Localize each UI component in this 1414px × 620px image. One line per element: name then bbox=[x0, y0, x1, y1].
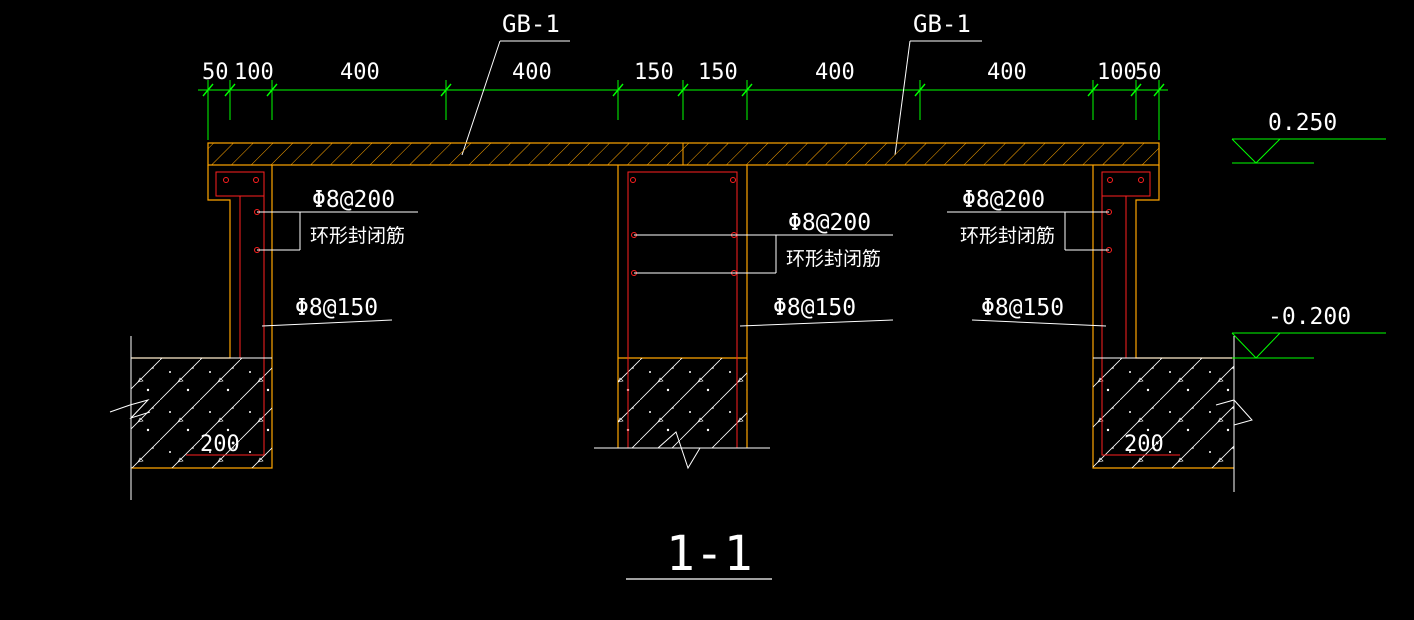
dimension-chain bbox=[198, 80, 1168, 140]
middle-ground-line bbox=[594, 431, 770, 470]
gb-label-left: GB-1 bbox=[502, 10, 560, 38]
right-ground-line bbox=[1093, 336, 1253, 492]
section-title: 1-1 bbox=[666, 526, 753, 582]
left-stirrup-label: Φ8@150 bbox=[295, 295, 378, 321]
gb-label-right: GB-1 bbox=[913, 10, 971, 38]
dim-label: 100 bbox=[234, 60, 274, 85]
left-annotations bbox=[257, 211, 418, 327]
dim-label: 400 bbox=[340, 60, 380, 85]
mid-closed-label: 环形封闭筋 bbox=[786, 248, 881, 270]
left-ground-line bbox=[109, 336, 272, 500]
dim-label: 100 bbox=[1097, 60, 1137, 85]
dim-label: 50 bbox=[202, 60, 229, 85]
middle-footing bbox=[618, 358, 747, 448]
middle-annotations bbox=[634, 234, 894, 327]
left-footing bbox=[131, 358, 272, 468]
right-footing bbox=[1093, 358, 1234, 468]
elevation-bottom-label: -0.200 bbox=[1268, 304, 1351, 330]
mid-stirrup-label: Φ8@150 bbox=[773, 295, 856, 321]
dim-label: 150 bbox=[698, 60, 738, 85]
dim-label: 150 bbox=[634, 60, 674, 85]
left-closed-label: 环形封闭筋 bbox=[310, 225, 405, 247]
elevation-marks bbox=[1231, 138, 1386, 359]
left-base-label: 200 bbox=[200, 432, 240, 457]
left-rebar-label: Φ8@200 bbox=[312, 187, 395, 213]
dim-label: 50 bbox=[1135, 60, 1162, 85]
dim-label: 400 bbox=[815, 60, 855, 85]
right-rebar bbox=[1101, 171, 1180, 456]
right-rebar-label: Φ8@200 bbox=[962, 187, 1045, 213]
gb-labels: GB-1 GB-1 bbox=[461, 10, 982, 156]
left-rebar bbox=[186, 171, 265, 456]
dim-label: 400 bbox=[512, 60, 552, 85]
dimension-labels: 50 100 400 400 150 150 400 400 100 50 bbox=[202, 60, 1162, 85]
right-closed-label: 环形封闭筋 bbox=[960, 225, 1055, 247]
dim-label: 400 bbox=[987, 60, 1027, 85]
elevation-top-label: 0.250 bbox=[1268, 110, 1337, 136]
right-annotations bbox=[947, 211, 1109, 327]
right-stirrup-label: Φ8@150 bbox=[981, 295, 1064, 321]
top-slab bbox=[207, 142, 1160, 166]
right-base-label: 200 bbox=[1124, 432, 1164, 457]
mid-rebar-label: Φ8@200 bbox=[788, 210, 871, 236]
